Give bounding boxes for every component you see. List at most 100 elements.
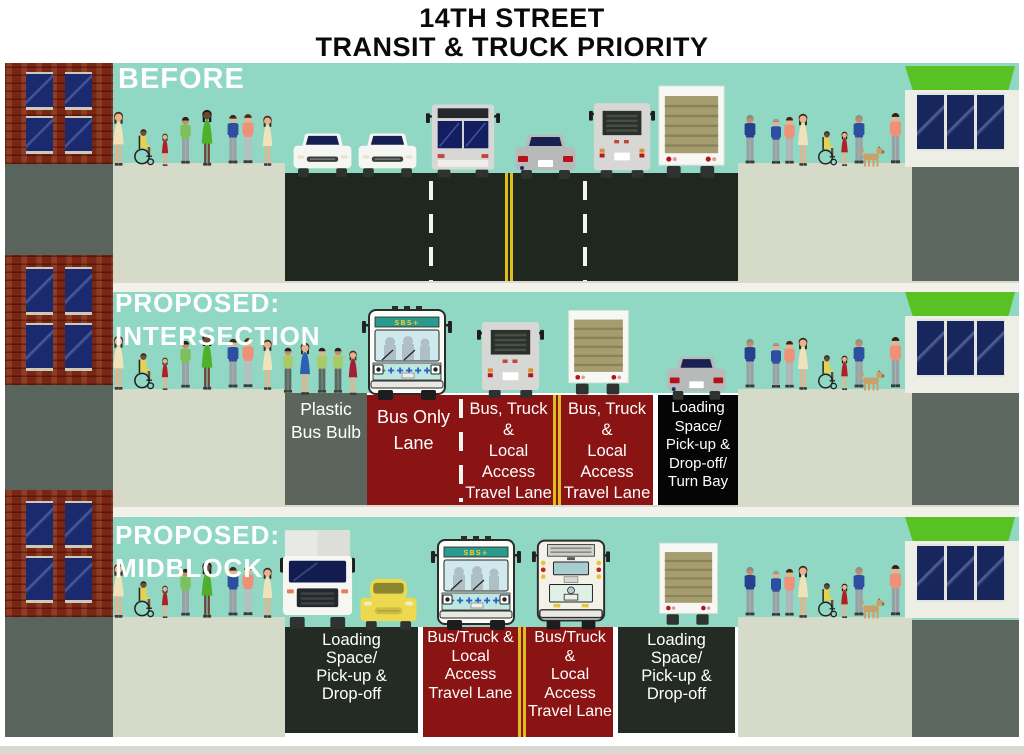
pedestrian — [764, 569, 788, 619]
storefront-window — [977, 95, 1004, 149]
sidewalk-right-intersection — [738, 389, 912, 505]
sidewalk-left-intersection — [113, 389, 285, 505]
dog — [859, 369, 889, 391]
sbs-bus-rear-icon — [532, 535, 610, 631]
pedestrian — [193, 561, 221, 619]
curb-right-midblock — [912, 620, 1019, 737]
panel-heading-intersection: PROPOSED: INTERSECTION — [115, 288, 321, 351]
pedestrian-wheelchair — [814, 353, 838, 391]
pedestrian — [255, 339, 280, 391]
pedestrian — [790, 337, 816, 391]
building-window — [26, 556, 53, 603]
sidewalk-right-before — [738, 163, 912, 281]
pedestrian — [836, 131, 853, 167]
building-window — [26, 501, 53, 548]
double-yellow-line — [553, 395, 556, 505]
pedestrian — [157, 585, 173, 619]
bus-lanes-intersection — [367, 395, 653, 505]
building-window — [26, 116, 53, 154]
building-window — [26, 323, 53, 371]
pedestrian — [173, 339, 198, 391]
box-truck-front-icon — [280, 530, 355, 631]
title-line-2: TRANSIT & TRUCK PRIORITY — [315, 32, 709, 62]
sidewalk-right-midblock — [738, 617, 912, 737]
pedestrian — [173, 567, 198, 619]
pedestrian — [193, 109, 221, 167]
sidewalk-left-before — [113, 163, 285, 281]
storefront-window — [977, 546, 1004, 600]
curb-right-intersection — [912, 391, 1019, 505]
bus-front-icon — [426, 100, 500, 179]
pedestrian — [342, 350, 364, 396]
pedestrian — [105, 111, 132, 167]
storefront-windows — [917, 319, 1005, 377]
pedestrian — [846, 565, 872, 619]
lane-bus-only: Bus Only Lane — [376, 407, 451, 453]
pedestrian-wheelchair — [814, 129, 838, 167]
storefront-window — [917, 546, 944, 600]
curb-right-before — [912, 165, 1019, 281]
pedestrian — [790, 113, 816, 167]
lane-loading-turn-bay: Loading Space/ Pick-up & Drop-off/ Turn … — [658, 395, 738, 505]
pedestrian — [193, 333, 221, 391]
awning — [905, 517, 1015, 541]
double-yellow-line — [523, 627, 526, 737]
svg-text:SBS+: SBS+ — [394, 319, 419, 327]
pedestrian — [790, 565, 816, 619]
storefront-window — [947, 546, 974, 600]
car-front-icon — [292, 131, 353, 178]
title-line-1: 14TH STREET — [419, 3, 605, 33]
storefront-window — [977, 321, 1004, 375]
box-truck-rear-icon — [566, 305, 631, 400]
pedestrian — [235, 112, 261, 167]
page-title: 14TH STREET TRANSIT & TRUCK PRIORITY — [0, 4, 1024, 62]
sky-before — [5, 63, 1019, 173]
pedestrian — [777, 339, 802, 391]
storefront-window — [947, 95, 974, 149]
storefront-windows — [917, 93, 1005, 151]
pedestrian — [777, 567, 802, 619]
panel-heading-before: BEFORE — [118, 63, 245, 95]
lane-label-line: Plastic — [300, 399, 352, 419]
pedestrian — [737, 565, 763, 619]
brick-building — [5, 63, 113, 164]
pedestrian — [276, 346, 300, 396]
sbs-bus-front-icon: SBS+ — [362, 303, 452, 401]
bottom-edge-strip — [0, 746, 1024, 754]
awning — [905, 66, 1015, 90]
box-truck-rear-icon — [656, 85, 727, 179]
building-window — [65, 556, 92, 603]
building-window — [65, 116, 92, 154]
double-yellow-line — [518, 627, 521, 737]
lane-travel-west-intersection: Bus, Truck & Local Access Travel Lane — [465, 400, 552, 502]
storefront-window — [947, 321, 974, 375]
building-window — [26, 72, 53, 110]
lane-label-line: Bus Bulb — [290, 422, 362, 442]
pedestrian — [310, 346, 334, 396]
pedestrian-wheelchair — [814, 581, 838, 619]
building-window — [65, 72, 92, 110]
lane-travel-east-midblock: Bus/Truck & Local Access Travel Lane — [528, 629, 612, 720]
lane-marking-dashed-west — [429, 181, 433, 281]
brick-building — [5, 490, 113, 617]
lane-travel-west-midblock: Bus/Truck & Local Access Travel Lane — [427, 629, 514, 702]
awning — [905, 292, 1015, 316]
pedestrian — [882, 335, 909, 391]
double-yellow-line — [505, 173, 508, 281]
storefront-window — [917, 95, 944, 149]
pedestrian — [157, 357, 173, 391]
pedestrian — [326, 346, 350, 396]
svg-text:SBS+: SBS+ — [463, 549, 488, 557]
building-window — [65, 267, 92, 315]
pedestrian — [764, 117, 788, 167]
pedestrian — [105, 335, 132, 391]
panel-heading-midblock: PROPOSED: MIDBLOCK — [115, 520, 281, 583]
sbs-bus-front-icon: SBS+ — [431, 533, 521, 631]
pedestrian — [220, 565, 246, 619]
car-front-icon — [357, 131, 418, 178]
sidewalk-left-midblock — [113, 617, 285, 737]
panel-separator — [113, 281, 1019, 292]
pedestrian — [220, 113, 246, 167]
bus-rear-icon — [589, 99, 655, 180]
